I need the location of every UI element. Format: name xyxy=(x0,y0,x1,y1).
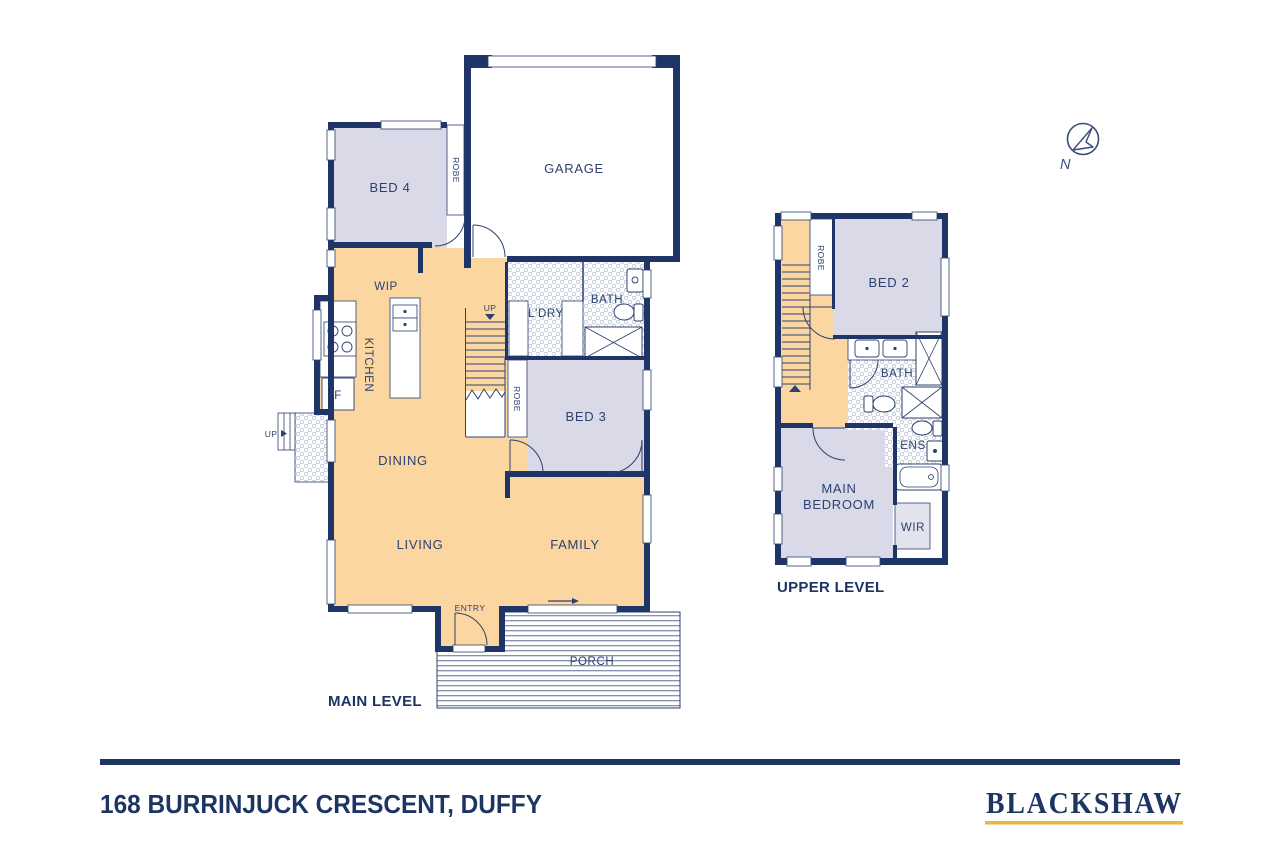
fridge-label: F xyxy=(334,390,342,402)
entry-threshold xyxy=(452,644,486,653)
main-bedroom-label-line2: BEDROOM xyxy=(803,497,875,512)
bathtub-icon xyxy=(895,463,943,491)
shower-icon xyxy=(915,331,943,386)
fridge-icon xyxy=(321,377,355,411)
kitchen-bench xyxy=(319,300,357,378)
porch-label: PORCH xyxy=(570,656,615,668)
main-level-plan: GARAGE BED 4 ROBE WIP KITCHEN F UP UP L'… xyxy=(265,55,681,710)
upper-windows xyxy=(773,211,950,567)
upper-level-title: UPPER LEVEL xyxy=(777,579,885,596)
garage-label: GARAGE xyxy=(544,161,604,176)
bed4-label: BED 4 xyxy=(369,180,410,195)
bed2-door xyxy=(802,306,836,340)
upper-level-plan: ROBE BED 2 BATH ENS MAIN BEDROOM WIR UPP… xyxy=(773,211,950,596)
footer-divider xyxy=(100,759,1180,765)
bed2-robe-label: ROBE xyxy=(816,245,826,271)
up-arrow-icon xyxy=(281,430,287,437)
laundry-cabinet xyxy=(508,300,529,357)
garage-floor xyxy=(465,58,680,258)
main-bedroom-door xyxy=(812,427,846,461)
entry-door xyxy=(454,612,488,646)
main-bedroom-floor xyxy=(781,427,893,558)
living-label: LIVING xyxy=(397,537,444,552)
footer: 168 BURRINJUCK CRESCENT, DUFFY BLACKSHAW xyxy=(100,759,1183,825)
sliding-door-arrow-icon xyxy=(548,598,579,604)
wip-label: WIP xyxy=(374,281,398,293)
property-address: 168 BURRINJUCK CRESCENT, DUFFY xyxy=(100,789,542,819)
compass-north-label: N xyxy=(1060,157,1071,173)
entry-label: ENTRY xyxy=(455,603,486,613)
laundry-label: L'DRY xyxy=(528,308,564,320)
wir-floor xyxy=(894,502,931,550)
kitchen-label: KITCHEN xyxy=(362,338,374,393)
outside-landing xyxy=(294,412,331,483)
main-bedroom-label-line1: MAIN xyxy=(821,481,856,496)
sliding-door xyxy=(527,604,618,614)
toilet-icon xyxy=(863,395,896,413)
bed3-floor xyxy=(527,360,644,473)
bath-label: BATH xyxy=(591,294,623,306)
family-label: FAMILY xyxy=(550,537,599,552)
shower-icon xyxy=(901,386,943,419)
main-stairs xyxy=(465,308,506,438)
garage-door-swing xyxy=(472,224,506,258)
upper-bath-door xyxy=(849,359,879,389)
wir-label: WIR xyxy=(901,522,925,534)
garage-door xyxy=(487,55,657,68)
logo-gold-underline xyxy=(985,821,1183,825)
laundry-cabinet xyxy=(561,300,584,357)
stairs-up-label: UP xyxy=(484,303,497,313)
upper-bath-vanity xyxy=(847,336,917,361)
ens-sink-icon xyxy=(926,440,944,462)
upper-bath-label: BATH xyxy=(881,368,913,380)
upper-stairs xyxy=(782,264,811,392)
compass: N xyxy=(1060,122,1100,173)
bed2-floor xyxy=(833,219,942,335)
bed4-door xyxy=(434,215,466,247)
bed3-robe-label: ROBE xyxy=(512,386,522,412)
island-bench xyxy=(389,297,421,399)
bed2-label: BED 2 xyxy=(868,275,909,290)
ens-label: ENS xyxy=(900,440,925,452)
bath-sink-icon xyxy=(626,268,644,293)
stair-break-line xyxy=(465,388,506,401)
outside-up-label: UP xyxy=(265,429,278,439)
main-level-title: MAIN LEVEL xyxy=(328,693,422,710)
up-arrow-icon xyxy=(789,385,801,392)
bed3-door xyxy=(509,439,544,474)
upper-doors xyxy=(802,306,879,461)
up-arrow-icon xyxy=(485,314,495,320)
bed4-robe-label: ROBE xyxy=(451,157,461,183)
toilet-icon xyxy=(911,420,943,437)
bed3-label: BED 3 xyxy=(565,409,606,424)
outside-steps xyxy=(277,412,331,483)
dining-label: DINING xyxy=(378,453,428,468)
compass-needle-icon xyxy=(1072,127,1094,151)
entry-floor xyxy=(441,612,499,646)
main-windows xyxy=(312,55,657,653)
bed4-floor xyxy=(331,125,447,248)
toilet-icon xyxy=(613,303,644,322)
main-doors xyxy=(434,215,643,646)
understair xyxy=(466,391,505,437)
agency-logo: BLACKSHAW xyxy=(986,785,1183,820)
bed3-robe-door xyxy=(608,439,643,474)
shower-icon xyxy=(584,326,643,359)
